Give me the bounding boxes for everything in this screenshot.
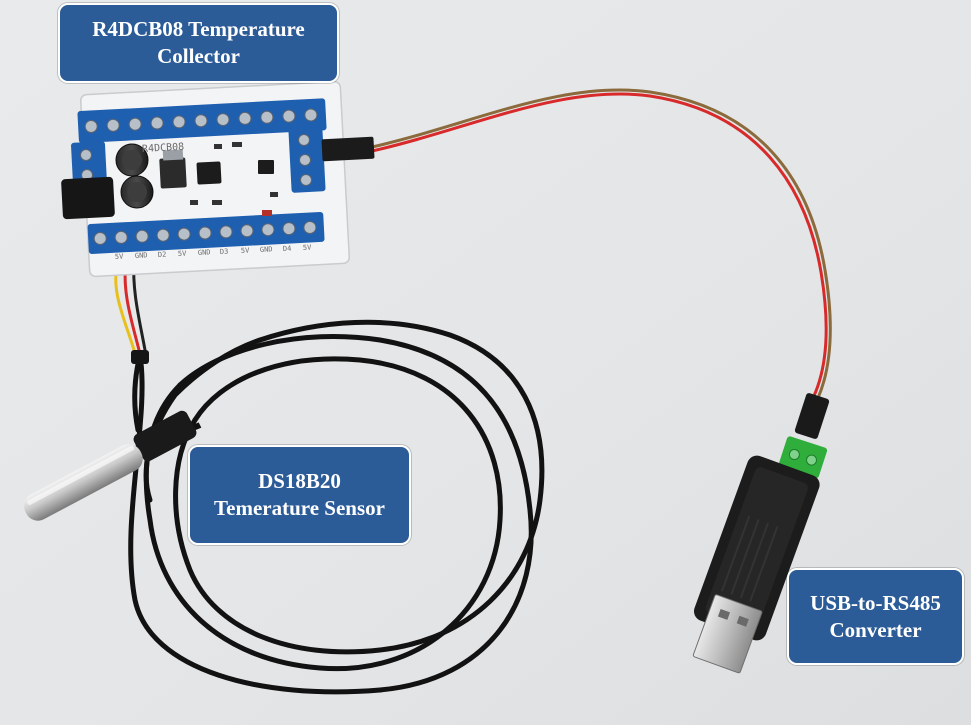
converter-callout: USB-to-RS485 Converter bbox=[787, 568, 964, 665]
board-model-marking: R4DCB08 bbox=[142, 142, 185, 155]
pin-label: 5V bbox=[241, 247, 251, 255]
dc-barrel-jack-icon bbox=[61, 176, 115, 220]
collector-label-line1: R4DCB08 Temperature bbox=[92, 17, 305, 41]
rs485-cable bbox=[370, 88, 832, 402]
pin-label: GND bbox=[260, 245, 273, 254]
converter-label-line1: USB-to-RS485 bbox=[810, 590, 941, 615]
pin-label: 5V bbox=[115, 253, 125, 261]
pin-label: D2 bbox=[158, 251, 167, 259]
converter-label-line2: Converter bbox=[829, 617, 922, 642]
collector-callout: R4DCB08 Temperature Collector bbox=[58, 3, 339, 83]
pin-label: 5V bbox=[178, 250, 188, 258]
pin-label: 5V bbox=[303, 244, 313, 252]
usb-a-plug-icon bbox=[692, 594, 763, 674]
sensor-cable bbox=[128, 319, 545, 695]
pin-label: D3 bbox=[220, 248, 229, 256]
pin-label: D4 bbox=[283, 245, 292, 253]
sensor-label-line2: Temerature Sensor bbox=[214, 496, 385, 520]
sensor-callout: DS18B20 Temerature Sensor bbox=[188, 445, 411, 545]
pcb-board-icon: R4DCB08 5V GND D2 5V GND D3 5V GND D4 5V bbox=[61, 80, 375, 278]
pin-label: GND bbox=[198, 248, 211, 257]
collector-label-line2: Collector bbox=[157, 44, 240, 68]
pin-label: GND bbox=[135, 251, 148, 260]
sensor-cable-jacket-end bbox=[131, 350, 149, 364]
usb-rs485-converter bbox=[692, 393, 830, 674]
temperature-probe-icon bbox=[23, 410, 202, 521]
sensor-label-line1: DS18B20 bbox=[258, 469, 341, 493]
board-pin-labels: 5V GND D2 5V GND D3 5V GND D4 5V bbox=[115, 244, 313, 261]
